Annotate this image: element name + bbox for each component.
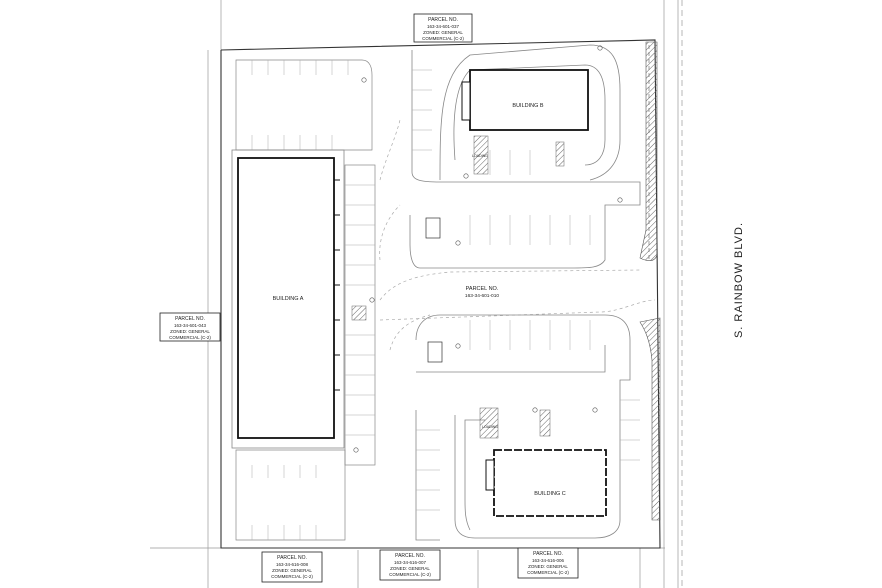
parcel-west-line1: PARCEL NO. (175, 316, 205, 322)
building-c-label: BUILDING C (534, 491, 566, 497)
parcel-south-1-line3: ZONED: GENERAL (272, 568, 312, 573)
parcel-south-1-line1: PARCEL NO. (277, 555, 307, 561)
street-label: S. RAINBOW BLVD. (733, 222, 745, 338)
building-b-label: BUILDING B (512, 103, 544, 109)
crosswalk-b (555, 141, 565, 167)
parcel-center: PARCEL NO. 163-34-601-010 (465, 286, 499, 299)
parcel-south-2-line1: PARCEL NO. (395, 553, 425, 559)
loading-b-hatch (473, 135, 489, 175)
light-poles (353, 45, 623, 453)
stall-lines-south (416, 320, 640, 511)
building-c (485, 449, 607, 517)
parcel-south-3: PARCEL NO. 163-34-616-006 ZONED: GENERAL… (517, 547, 579, 579)
trash-enclosure-south (427, 341, 443, 363)
parcel-west-line2: 163-34-601-043 (174, 323, 207, 328)
trash-enclosure-north (425, 217, 441, 239)
parcel-center-line1: PARCEL NO. (466, 286, 499, 292)
parcel-south-1-line2: 163-34-616-008 (276, 562, 309, 567)
parking-loop-north (409, 44, 641, 269)
crosswalk-west (351, 305, 367, 321)
parcel-west-line3: ZONED: GENERAL (170, 329, 210, 334)
parcel-south-1: PARCEL NO. 163-34-616-008 ZONED: GENERAL… (261, 551, 323, 583)
parking-loop-south (415, 314, 631, 541)
landscape-strip-north (639, 41, 658, 261)
parcel-west-line4: COMMERCIAL (C-2) (169, 335, 211, 340)
parcel-north-line2: 163-34-601-037 (427, 24, 460, 29)
parcel-west: PARCEL NO. 163-34-601-043 ZONED: GENERAL… (159, 312, 221, 342)
landscape-strip-south (639, 317, 661, 521)
parcel-center-line2: 163-34-601-010 (465, 293, 499, 299)
building-a-label: BUILDING A (273, 296, 304, 302)
loading-b-label: LOADING (472, 154, 488, 158)
building-b (461, 69, 589, 131)
parcel-south-3-line3: ZONED: GENERAL (528, 564, 568, 569)
parking-west (235, 59, 376, 541)
parcel-south-2-line2: 163-34-616-007 (394, 560, 427, 565)
parcel-north-line3: ZONED: GENERAL (423, 30, 463, 35)
loading-c-hatch (479, 407, 499, 439)
parcel-south-3-line4: COMMERCIAL (C-2) (527, 570, 569, 575)
parcel-south-1-line4: COMMERCIAL (C-2) (271, 574, 313, 579)
stall-lines-west (251, 60, 375, 540)
crosswalk-c (539, 409, 551, 437)
parcel-north-line4: COMMERCIAL (C-2) (422, 36, 464, 41)
drive-aisles (379, 119, 656, 351)
parcel-north: PARCEL NO. 163-34-601-037 ZONED: GENERAL… (413, 13, 473, 43)
parcel-south-3-line1: PARCEL NO. (533, 551, 563, 557)
stall-lines-north (412, 69, 591, 245)
loading-c-label: LOADING (482, 425, 498, 429)
parcel-north-line1: PARCEL NO. (428, 17, 458, 23)
parcel-south-2: PARCEL NO. 163-34-616-007 ZONED: GENERAL… (379, 549, 441, 581)
parcel-south-2-line4: COMMERCIAL (C-2) (389, 572, 431, 577)
building-a (231, 149, 345, 449)
parcel-south-2-line3: ZONED: GENERAL (390, 566, 430, 571)
parcel-south-3-line2: 163-34-616-006 (532, 558, 565, 563)
